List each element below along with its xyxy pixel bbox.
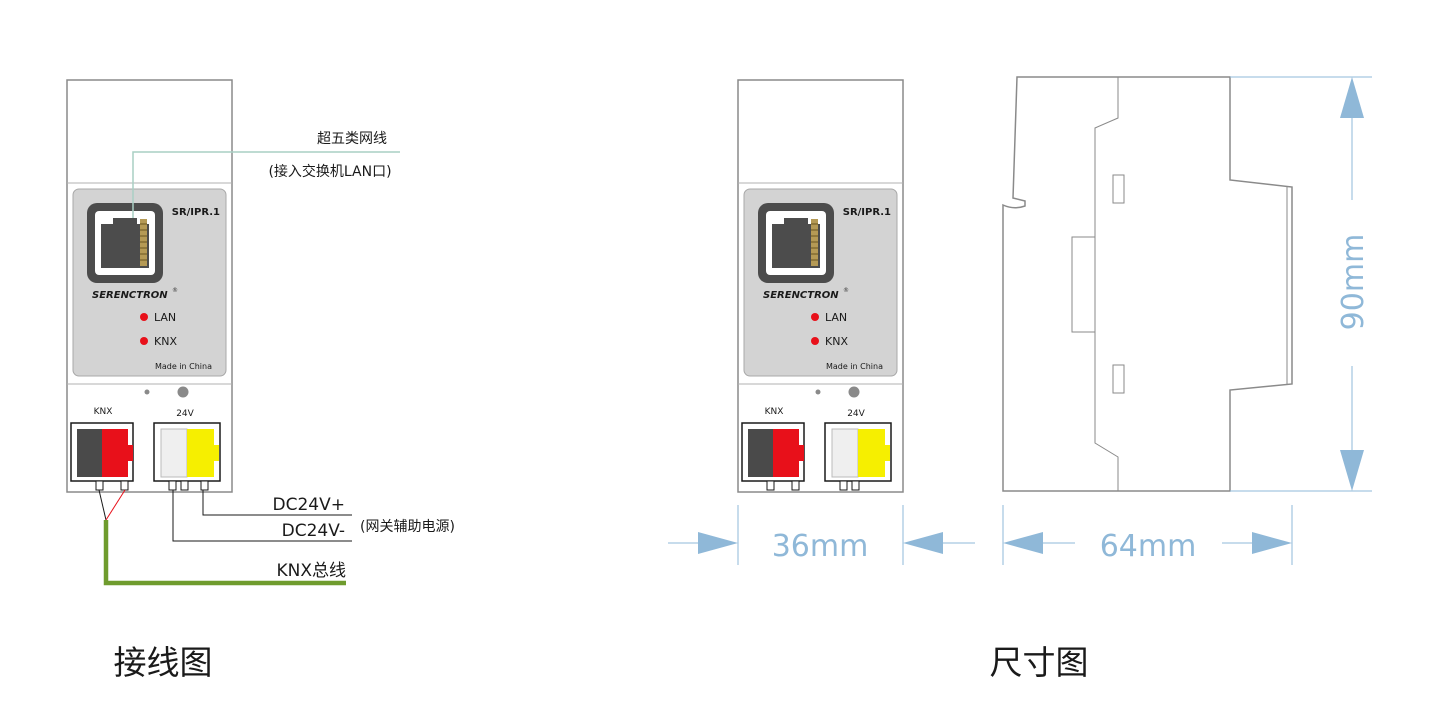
wiring-diagram: SR/IPR.1 SERENCTRON ® LAN KNX Made in Ch… bbox=[66, 79, 455, 682]
arrow-right-icon bbox=[698, 532, 738, 554]
network-cable-line bbox=[132, 151, 400, 218]
dc-minus-label: DC24V- bbox=[282, 521, 345, 541]
terminal-knx-label: KNX bbox=[94, 407, 113, 417]
knx-bus-label: KNX总线 bbox=[276, 561, 346, 581]
wiring-caption: 接线图 bbox=[114, 643, 213, 682]
extension-lines bbox=[737, 76, 1372, 565]
side-slot-top bbox=[1112, 174, 1125, 204]
power-terminal bbox=[824, 422, 892, 491]
cable-label-line1: 超五类网线 bbox=[317, 131, 387, 147]
prog-button bbox=[177, 386, 189, 398]
dc-plus-label: DC24V+ bbox=[273, 495, 345, 515]
made-in-label: Made in China bbox=[826, 362, 883, 371]
dc-plus-line bbox=[202, 490, 352, 516]
led-knx-indicator bbox=[811, 337, 819, 345]
side-clip bbox=[1071, 236, 1096, 333]
terminal-24v-label: 24V bbox=[176, 409, 194, 419]
device-side-profile bbox=[1002, 76, 1293, 492]
made-in-label: Made in China bbox=[155, 362, 212, 371]
side-inner-edge bbox=[1094, 77, 1119, 491]
dimension-caption: 尺寸图 bbox=[990, 643, 1089, 682]
led-knx-label: KNX bbox=[825, 335, 848, 348]
led-lan-indicator bbox=[811, 313, 819, 321]
arrow-left-icon bbox=[903, 532, 943, 554]
arrow-up-icon bbox=[1340, 77, 1364, 118]
knx-bus-cable bbox=[103, 520, 346, 586]
side-slot-bottom bbox=[1112, 364, 1125, 394]
aux-power-label: (网关辅助电源) bbox=[360, 519, 455, 535]
model-label: SR/IPR.1 bbox=[843, 207, 891, 218]
device-front-view: SR/IPR.1 SERENCTRON ® LAN KNX Made in Ch… bbox=[737, 79, 904, 493]
height-dimension: 90mm bbox=[1336, 77, 1371, 491]
rj45-port-cavity bbox=[101, 218, 149, 268]
power-terminal bbox=[153, 422, 221, 491]
led-lan-label: LAN bbox=[154, 311, 176, 324]
device-left: SR/IPR.1 SERENCTRON ® LAN KNX Made in Ch… bbox=[66, 79, 233, 493]
led-lan-label: LAN bbox=[825, 311, 847, 324]
knx-wire-red bbox=[105, 489, 126, 521]
terminal-knx-label: KNX bbox=[765, 407, 784, 417]
arrow-right-icon bbox=[1252, 532, 1292, 554]
knx-terminal bbox=[741, 422, 805, 491]
terminal-24v-label: 24V bbox=[847, 409, 865, 419]
dimension-diagram: SR/IPR.1 SERENCTRON ® LAN KNX Made in Ch… bbox=[668, 76, 1372, 682]
rj45-port bbox=[758, 203, 834, 283]
prog-led bbox=[144, 389, 150, 395]
arrow-left-icon bbox=[1003, 532, 1043, 554]
cable-label-line2: (接入交换机LAN口) bbox=[268, 163, 391, 180]
dc-minus-line bbox=[172, 490, 352, 542]
led-knx-label: KNX bbox=[154, 335, 177, 348]
led-lan-indicator bbox=[140, 313, 148, 321]
model-label: SR/IPR.1 bbox=[172, 207, 220, 218]
rj45-port bbox=[87, 203, 163, 283]
depth-dimension: 64mm bbox=[1003, 529, 1292, 564]
led-knx-indicator bbox=[140, 337, 148, 345]
brand-logo: SERENCTRON bbox=[763, 290, 839, 301]
knx-wire-black bbox=[98, 489, 107, 521]
registered-mark: ® bbox=[172, 287, 178, 294]
width-dimension: 36mm bbox=[668, 529, 975, 564]
brand-logo: SERENCTRON bbox=[92, 290, 168, 301]
arrow-down-icon bbox=[1340, 450, 1364, 491]
side-outline bbox=[1002, 76, 1293, 492]
registered-mark: ® bbox=[843, 287, 849, 294]
height-label: 90mm bbox=[1336, 234, 1371, 331]
width-label: 36mm bbox=[772, 529, 869, 564]
depth-label: 64mm bbox=[1100, 529, 1197, 564]
knx-terminal bbox=[70, 422, 134, 491]
